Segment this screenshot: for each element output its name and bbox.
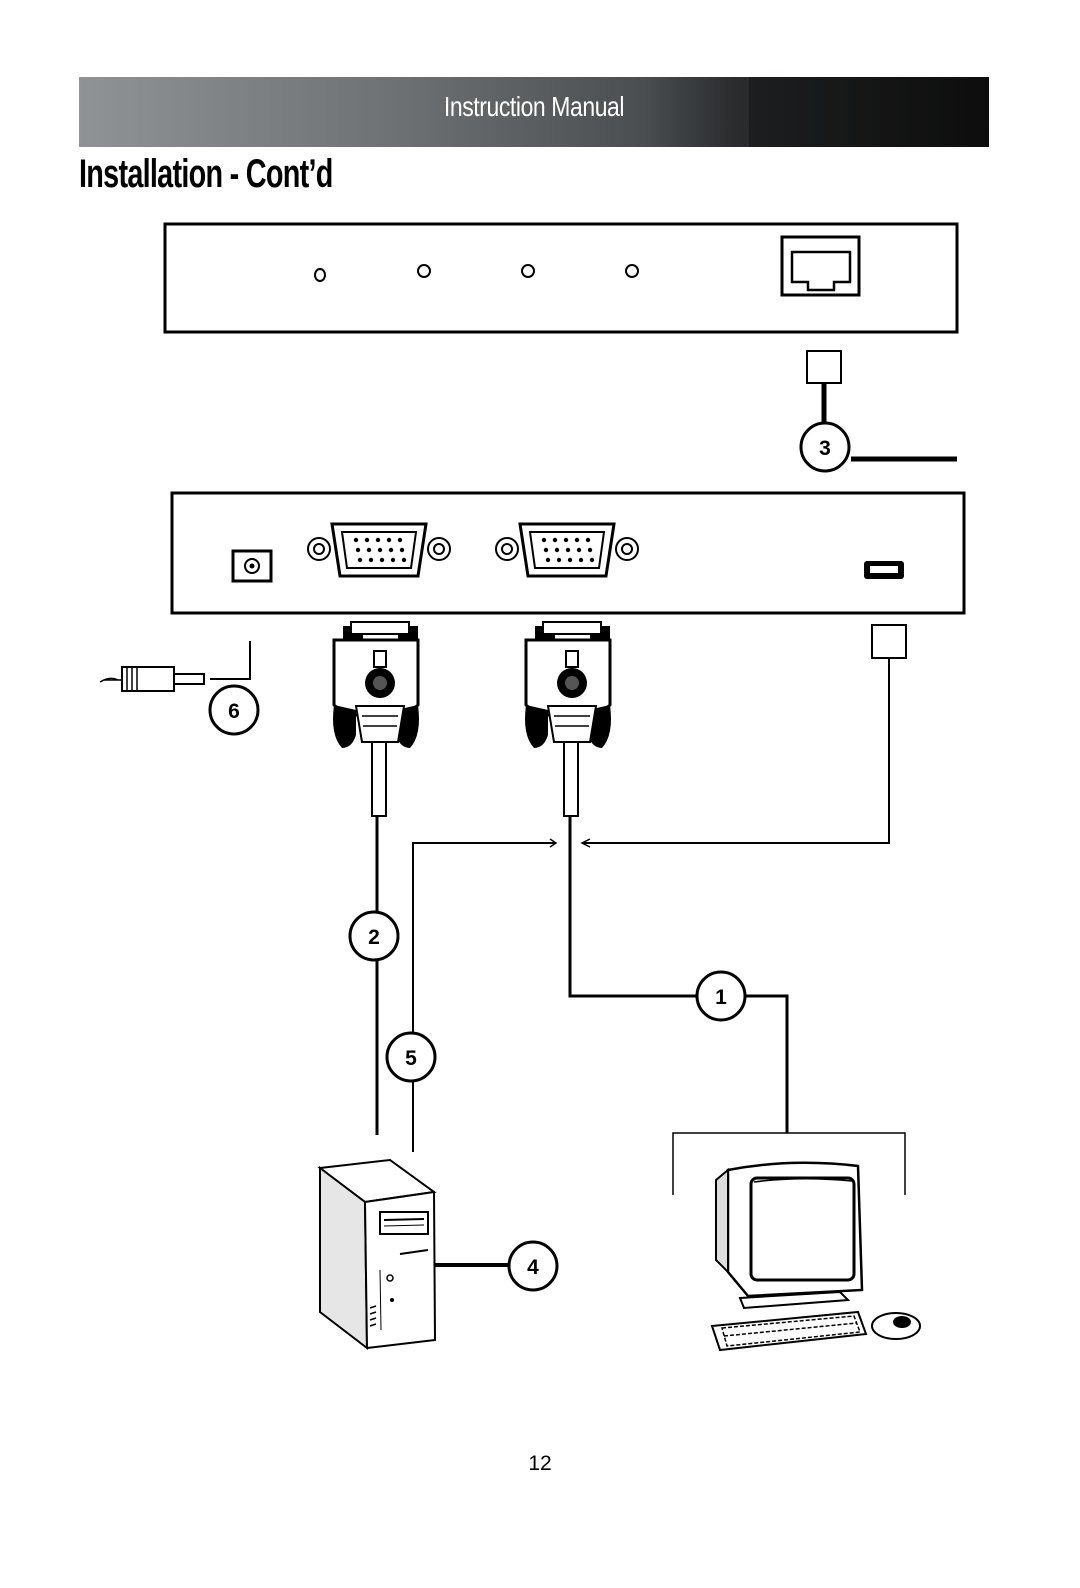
led-indicator-1: [314, 268, 326, 282]
callout-2: 2: [348, 910, 400, 962]
vga-port-2-icon: [495, 522, 639, 578]
network-cable: [806, 350, 957, 462]
keyboard-icon: [710, 1310, 868, 1352]
header-dark-cap: [749, 77, 989, 147]
vga-port-1-icon: [307, 522, 451, 578]
svg-text:3: 3: [819, 437, 831, 460]
callout-6: 6: [208, 684, 260, 736]
usb-cable: [412, 624, 907, 1152]
led-indicator-3: [521, 264, 535, 278]
callout-5: 5: [385, 1031, 437, 1083]
svg-text:4: 4: [527, 1256, 539, 1279]
svg-text:1: 1: [715, 986, 727, 1009]
mouse-icon: [871, 1312, 921, 1340]
power-adapter-plug: [99, 641, 251, 692]
callout-4: 4: [507, 1240, 559, 1292]
computer-tower-icon: [317, 1158, 437, 1351]
header-title: Instruction Manual: [443, 91, 625, 122]
led-indicator-2: [417, 264, 431, 278]
monitor-icon: [715, 1161, 864, 1310]
vga-plug-1: [332, 621, 420, 817]
rear-panel-unit: [170, 491, 966, 615]
front-panel-unit: [163, 222, 959, 334]
mini-usb-port-icon: [864, 561, 904, 579]
callout-1: 1: [695, 970, 747, 1022]
monitor-cable: [568, 816, 906, 1195]
led-indicator-4: [625, 264, 639, 278]
page-number: 12: [528, 1452, 552, 1475]
section-title: Installation - Cont’d: [79, 152, 333, 196]
vga-plug-2: [524, 621, 612, 817]
svg-text:2: 2: [368, 926, 380, 949]
callout-3: 3: [799, 421, 851, 473]
svg-text:5: 5: [405, 1047, 417, 1070]
rj45-port-icon: [780, 235, 861, 297]
header-bar: Instruction Manual: [79, 77, 989, 147]
power-jack-icon: [231, 549, 273, 583]
svg-text:6: 6: [228, 700, 240, 723]
